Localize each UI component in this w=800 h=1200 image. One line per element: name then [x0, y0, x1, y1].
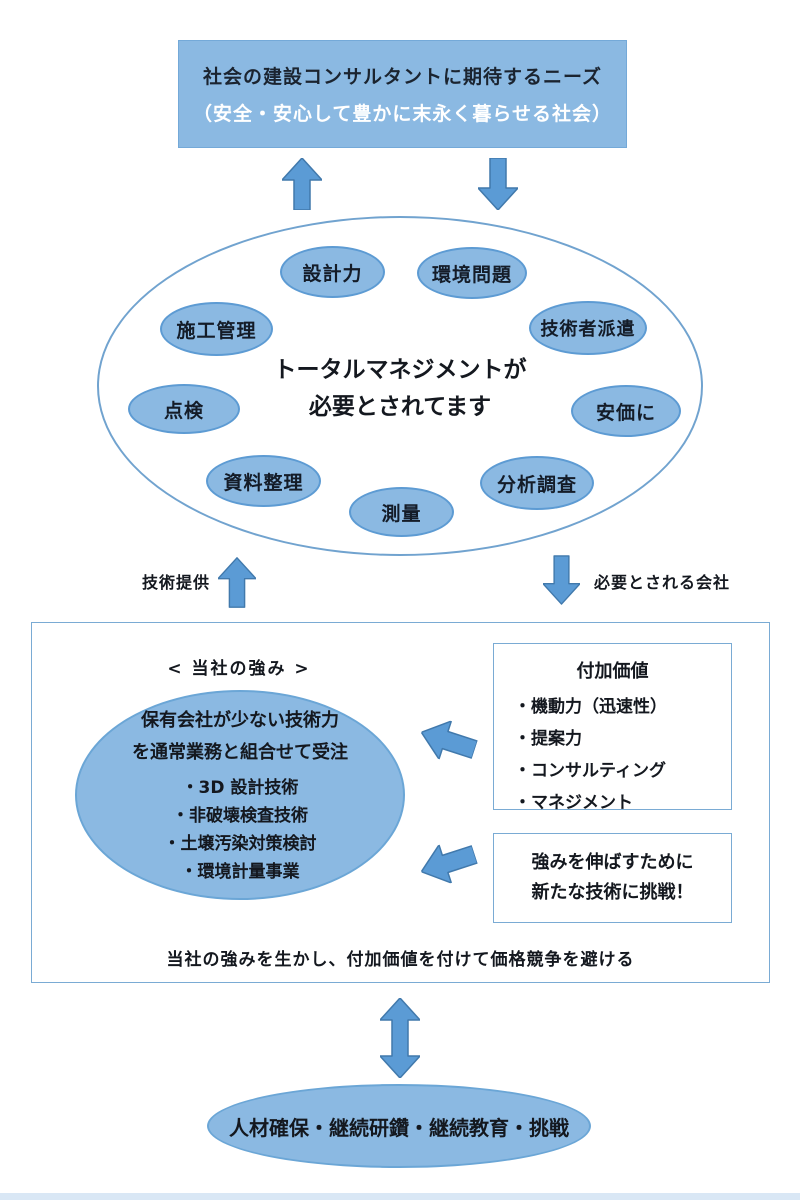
foundation-ellipse: 人材確保・継続研鑽・継続教育・挑戦 — [207, 1084, 591, 1168]
challenge-line1: 強みを伸ばすために — [531, 852, 694, 873]
need-item-document-org: 資料整理 — [206, 455, 321, 507]
strengths-bullet-soil: ・土壌汚染対策検討 — [163, 833, 317, 854]
needed-company-label: 必要とされる会社 — [594, 573, 731, 592]
added-value-title: 付加価値 — [576, 661, 649, 682]
needs-center-text: トータルマネジメントが 必要とされてます — [250, 352, 550, 426]
value-bullet-management: ・マネジメント — [514, 793, 633, 813]
value-bullet-mobility: ・機動力（迅速性） — [514, 697, 667, 717]
added-value-box: 付加価値 ・機動力（迅速性） ・提案力 ・コンサルティング ・マネジメント — [493, 643, 732, 813]
strengths-ellipse: 保有会社が少ない技術力 を通常業務と組合せて受注 ・3D 設計技術 ・非破壊検査… — [75, 690, 405, 900]
double-vertical-arrow-icon — [380, 998, 420, 1078]
up-arrow-icon — [218, 557, 256, 608]
need-item-environment: 環境問題 — [417, 247, 527, 299]
social-needs-subtitle: （安全・安心して豊かに末永く暮らせる社会） — [192, 103, 613, 125]
challenge-line2: 新たな技術に挑戦！ — [531, 882, 694, 903]
needs-center-line2: 必要とされてます — [308, 394, 492, 420]
page-bottom-edge — [0, 1193, 800, 1200]
need-item-engineer-dispatch: 技術者派遣 — [529, 301, 647, 355]
strengths-bullet-env-metering: ・環境計量事業 — [180, 861, 300, 882]
down-arrow-icon — [543, 555, 580, 605]
value-bullet-proposal: ・提案力 — [514, 729, 582, 749]
need-item-low-cost: 安価に — [571, 385, 681, 437]
value-bullet-consulting: ・コンサルティング — [514, 761, 666, 781]
strengths-bullet-ndt: ・非破壊検査技術 — [172, 805, 308, 826]
need-item-surveying: 測量 — [349, 487, 454, 537]
strengths-title: < 当社の強み > — [167, 659, 311, 679]
strengths-line2: を通常業務と組合せて受注 — [132, 741, 348, 763]
social-needs-box: 社会の建設コンサルタントに期待するニーズ （安全・安心して豊かに末永く暮らせる社… — [178, 40, 627, 148]
need-item-analysis-survey: 分析調査 — [480, 456, 594, 510]
need-item-design: 設計力 — [280, 246, 385, 298]
strengths-bullet-3d: ・3D 設計技術 — [181, 777, 299, 798]
left-arrow-icon — [420, 720, 479, 760]
challenge-box: 強みを伸ばすために 新たな技術に挑戦！ — [493, 833, 732, 923]
need-item-inspection: 点検 — [128, 384, 240, 434]
strengths-bullet-list: ・3D 設計技術 ・非破壊検査技術 ・土壌汚染対策検討 ・環境計量事業 — [164, 774, 317, 886]
added-value-bullet-list: ・機動力（迅速性） ・提案力 ・コンサルティング ・マネジメント — [514, 691, 731, 819]
foundation-label: 人材確保・継続研鑽・継続教育・挑戦 — [229, 1115, 569, 1140]
tech-provide-label: 技術提供 — [141, 573, 210, 592]
left-arrow-icon — [420, 844, 479, 884]
social-needs-title: 社会の建設コンサルタントに期待するニーズ — [202, 66, 603, 88]
needs-center-line1: トータルマネジメントが — [273, 357, 527, 383]
strengths-line1: 保有会社が少ない技術力 — [141, 709, 339, 731]
up-arrow-icon — [282, 158, 322, 210]
down-arrow-icon — [478, 158, 518, 210]
strengths-bottom-note: 当社の強みを生かし、付加価値を付けて価格競争を避ける — [166, 950, 635, 970]
need-item-construction-mgmt: 施工管理 — [160, 302, 273, 356]
